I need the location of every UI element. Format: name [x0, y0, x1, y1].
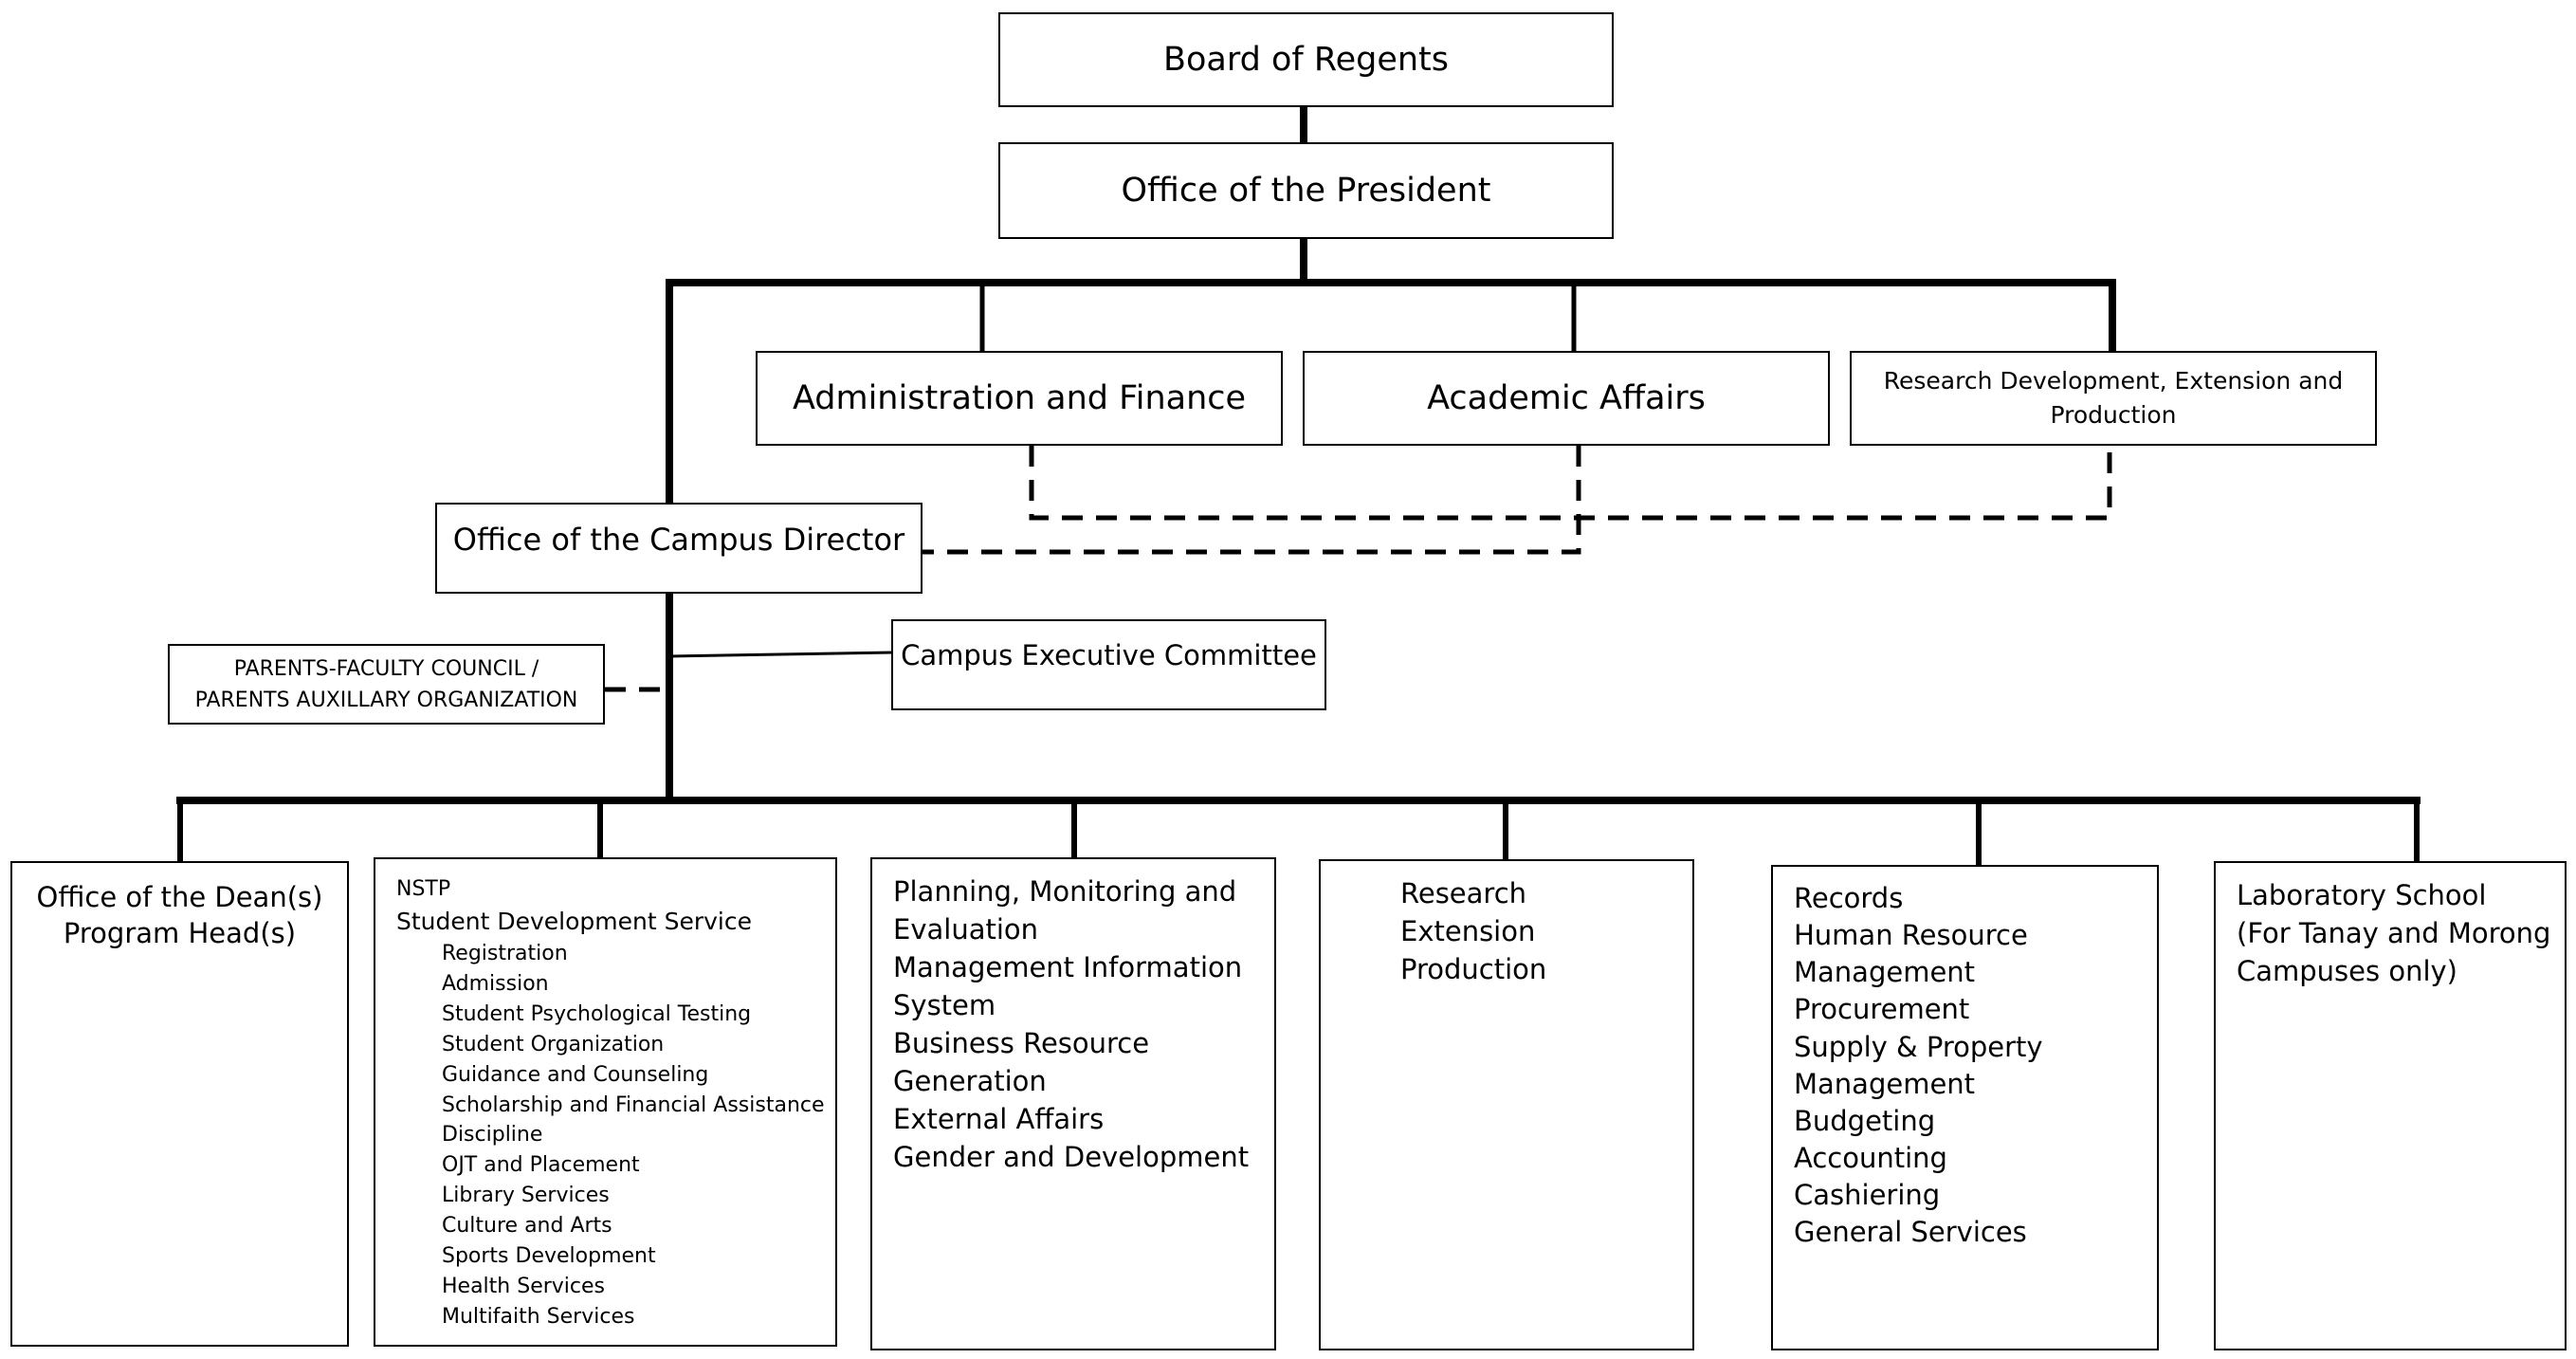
list-item: Supply & Property: [1794, 1030, 2043, 1063]
list-item: Guidance and Counseling: [442, 1062, 709, 1087]
research-extension-list: Research Extension Production: [1400, 874, 1692, 988]
parents-faculty-council-box: PARENTS-FACULTY COUNCIL / PARENTS AUXILL…: [168, 644, 605, 725]
list-item: Laboratory School: [2237, 879, 2487, 911]
program-head-label: Program Head(s): [63, 916, 297, 949]
office-of-president-box: Office of the President: [998, 142, 1614, 239]
list-item: External Affairs: [893, 1103, 1105, 1136]
list-item: Library Services: [442, 1184, 610, 1208]
board-of-regents-label: Board of Regents: [1162, 41, 1450, 79]
list-item: (For Tanay and Morong: [2237, 917, 2551, 950]
list-item: Production: [1400, 953, 1547, 986]
list-item: General Services: [1794, 1216, 2027, 1249]
list-item: Planning, Monitoring and: [893, 875, 1237, 908]
list-item: Extension: [1400, 915, 1536, 948]
research-development-label-line1: Research Development, Extension and: [1883, 366, 2344, 395]
list-item: Management Information: [893, 951, 1243, 984]
nstp-label: NSTP: [396, 877, 451, 901]
list-item: Accounting: [1794, 1141, 1947, 1174]
academic-affairs-label: Academic Affairs: [1427, 379, 1706, 417]
student-services-list: Registration Admission Student Psycholog…: [396, 939, 835, 1332]
list-item: Multifaith Services: [442, 1304, 635, 1329]
office-of-president-label: Office of the President: [1121, 172, 1491, 210]
list-item: Evaluation: [893, 913, 1039, 946]
laboratory-school-list: Laboratory School (For Tanay and Morong …: [2237, 876, 2565, 990]
list-item: Admission: [442, 972, 549, 997]
list-item: Records: [1794, 882, 1904, 914]
list-item: Student Organization: [442, 1032, 665, 1056]
list-item: Human Resource: [1794, 919, 2028, 952]
list-item: Scholarship and Financial Assistance: [442, 1093, 825, 1117]
dean-program-head-box: Office of the Dean(s) Program Head(s): [10, 861, 349, 1347]
list-item: Research: [1400, 877, 1527, 909]
laboratory-school-box: Laboratory School (For Tanay and Morong …: [2214, 861, 2567, 1350]
parents-faculty-council-line1: PARENTS-FACULTY COUNCIL /: [233, 656, 539, 681]
list-item: Student Psychological Testing: [442, 1001, 752, 1026]
campus-executive-committee-box: Campus Executive Committee: [891, 619, 1326, 710]
list-item: Registration: [442, 942, 568, 966]
dean-label: Office of the Dean(s): [36, 881, 323, 913]
list-item: Health Services: [442, 1274, 606, 1298]
list-item: Procurement: [1794, 993, 1970, 1026]
list-item: System: [893, 989, 996, 1022]
list-item: Budgeting: [1794, 1104, 1936, 1137]
list-item: Cashiering: [1794, 1179, 1941, 1212]
list-item: Management: [1794, 956, 1976, 989]
student-development-title: Student Development Service: [396, 907, 752, 935]
list-item: Culture and Arts: [442, 1214, 612, 1239]
list-item: Gender and Development: [893, 1141, 1250, 1174]
list-item: Generation: [893, 1065, 1047, 1098]
parents-faculty-council-line2: PARENTS AUXILLARY ORGANIZATION: [194, 688, 578, 712]
planning-list: Planning, Monitoring and Evaluation Mana…: [893, 872, 1274, 1176]
planning-monitoring-box: Planning, Monitoring and Evaluation Mana…: [870, 857, 1276, 1350]
student-development-box: NSTP Student Development Service Registr…: [374, 857, 837, 1347]
administration-finance-label: Administration and Finance: [792, 379, 1247, 417]
research-development-label-line2: Production: [2050, 401, 2177, 429]
campus-director-label: Office of the Campus Director: [452, 522, 905, 558]
campus-executive-committee-label: Campus Executive Committee: [901, 639, 1317, 672]
administration-finance-box: Administration and Finance: [756, 351, 1283, 446]
records-services-list: Records Human Resource Management Procur…: [1794, 880, 2157, 1251]
list-item: Discipline: [442, 1123, 543, 1148]
list-item: Business Resource: [893, 1027, 1150, 1060]
dash-academic-director: [922, 446, 1581, 555]
list-item: Sports Development: [442, 1244, 656, 1269]
dash-admin-research: [1029, 446, 2112, 521]
list-item: Campuses only): [2237, 955, 2457, 988]
academic-affairs-box: Academic Affairs: [1303, 351, 1830, 446]
list-item: OJT and Placement: [442, 1153, 640, 1178]
line-to-executive: [667, 651, 893, 658]
research-extension-box: Research Extension Production: [1319, 859, 1694, 1350]
records-services-box: Records Human Resource Management Procur…: [1771, 865, 2159, 1350]
list-item: Management: [1794, 1067, 1976, 1100]
campus-director-box: Office of the Campus Director: [435, 503, 923, 594]
research-development-box: Research Development, Extension and Prod…: [1850, 351, 2377, 446]
board-of-regents-box: Board of Regents: [998, 12, 1614, 107]
